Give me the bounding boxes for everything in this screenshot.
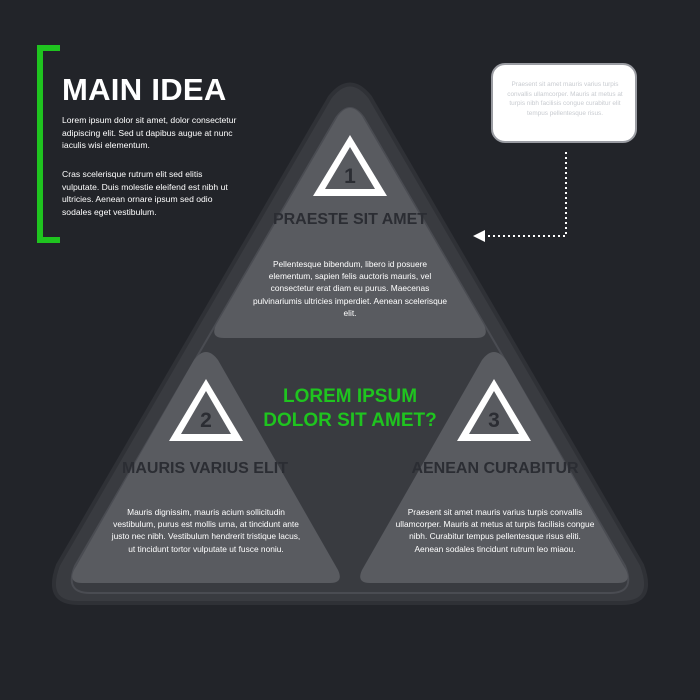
step-2-badge-icon: 2	[169, 379, 243, 441]
step-1-number: 1	[344, 165, 356, 188]
step-2-number: 2	[200, 409, 212, 432]
main-idea-paragraph-1: Lorem ipsum dolor sit amet, dolor consec…	[62, 115, 237, 150]
step-1-heading: PRAESTE SIT AMET	[272, 211, 428, 228]
green-bracket-icon	[37, 45, 60, 243]
center-question: LOREM IPSUM DOLOR SIT AMET?	[263, 386, 437, 431]
callout-box	[491, 63, 637, 143]
triangle-step-3	[360, 352, 628, 583]
step-3-badge-icon: 3	[457, 379, 531, 441]
step-1-body: Pellentesque bibendum, libero id posuere…	[252, 259, 448, 318]
callout-text: Praesent sit amet mauris varius turpis c…	[507, 81, 623, 117]
triangle-step-1	[214, 108, 486, 338]
dotted-connector	[484, 152, 567, 237]
step-3-body: Praesent sit amet mauris varius turpis c…	[395, 507, 595, 554]
arrow-left-icon	[473, 230, 485, 242]
step-3-heading: AENEAN CURABITUR	[411, 460, 579, 477]
step-1-badge-icon: 1	[313, 135, 387, 196]
main-idea-title: MAIN IDEA	[62, 72, 227, 107]
main-idea-paragraph-2: Cras scelerisque rutrum elit sed elitis …	[62, 169, 228, 217]
step-2-heading: MAURIS VARIUS ELIT	[122, 460, 288, 477]
triangle-step-2	[72, 352, 340, 583]
step-3-number: 3	[488, 409, 500, 432]
step-2-body: Mauris dignissim, mauris acium sollicitu…	[111, 507, 301, 554]
